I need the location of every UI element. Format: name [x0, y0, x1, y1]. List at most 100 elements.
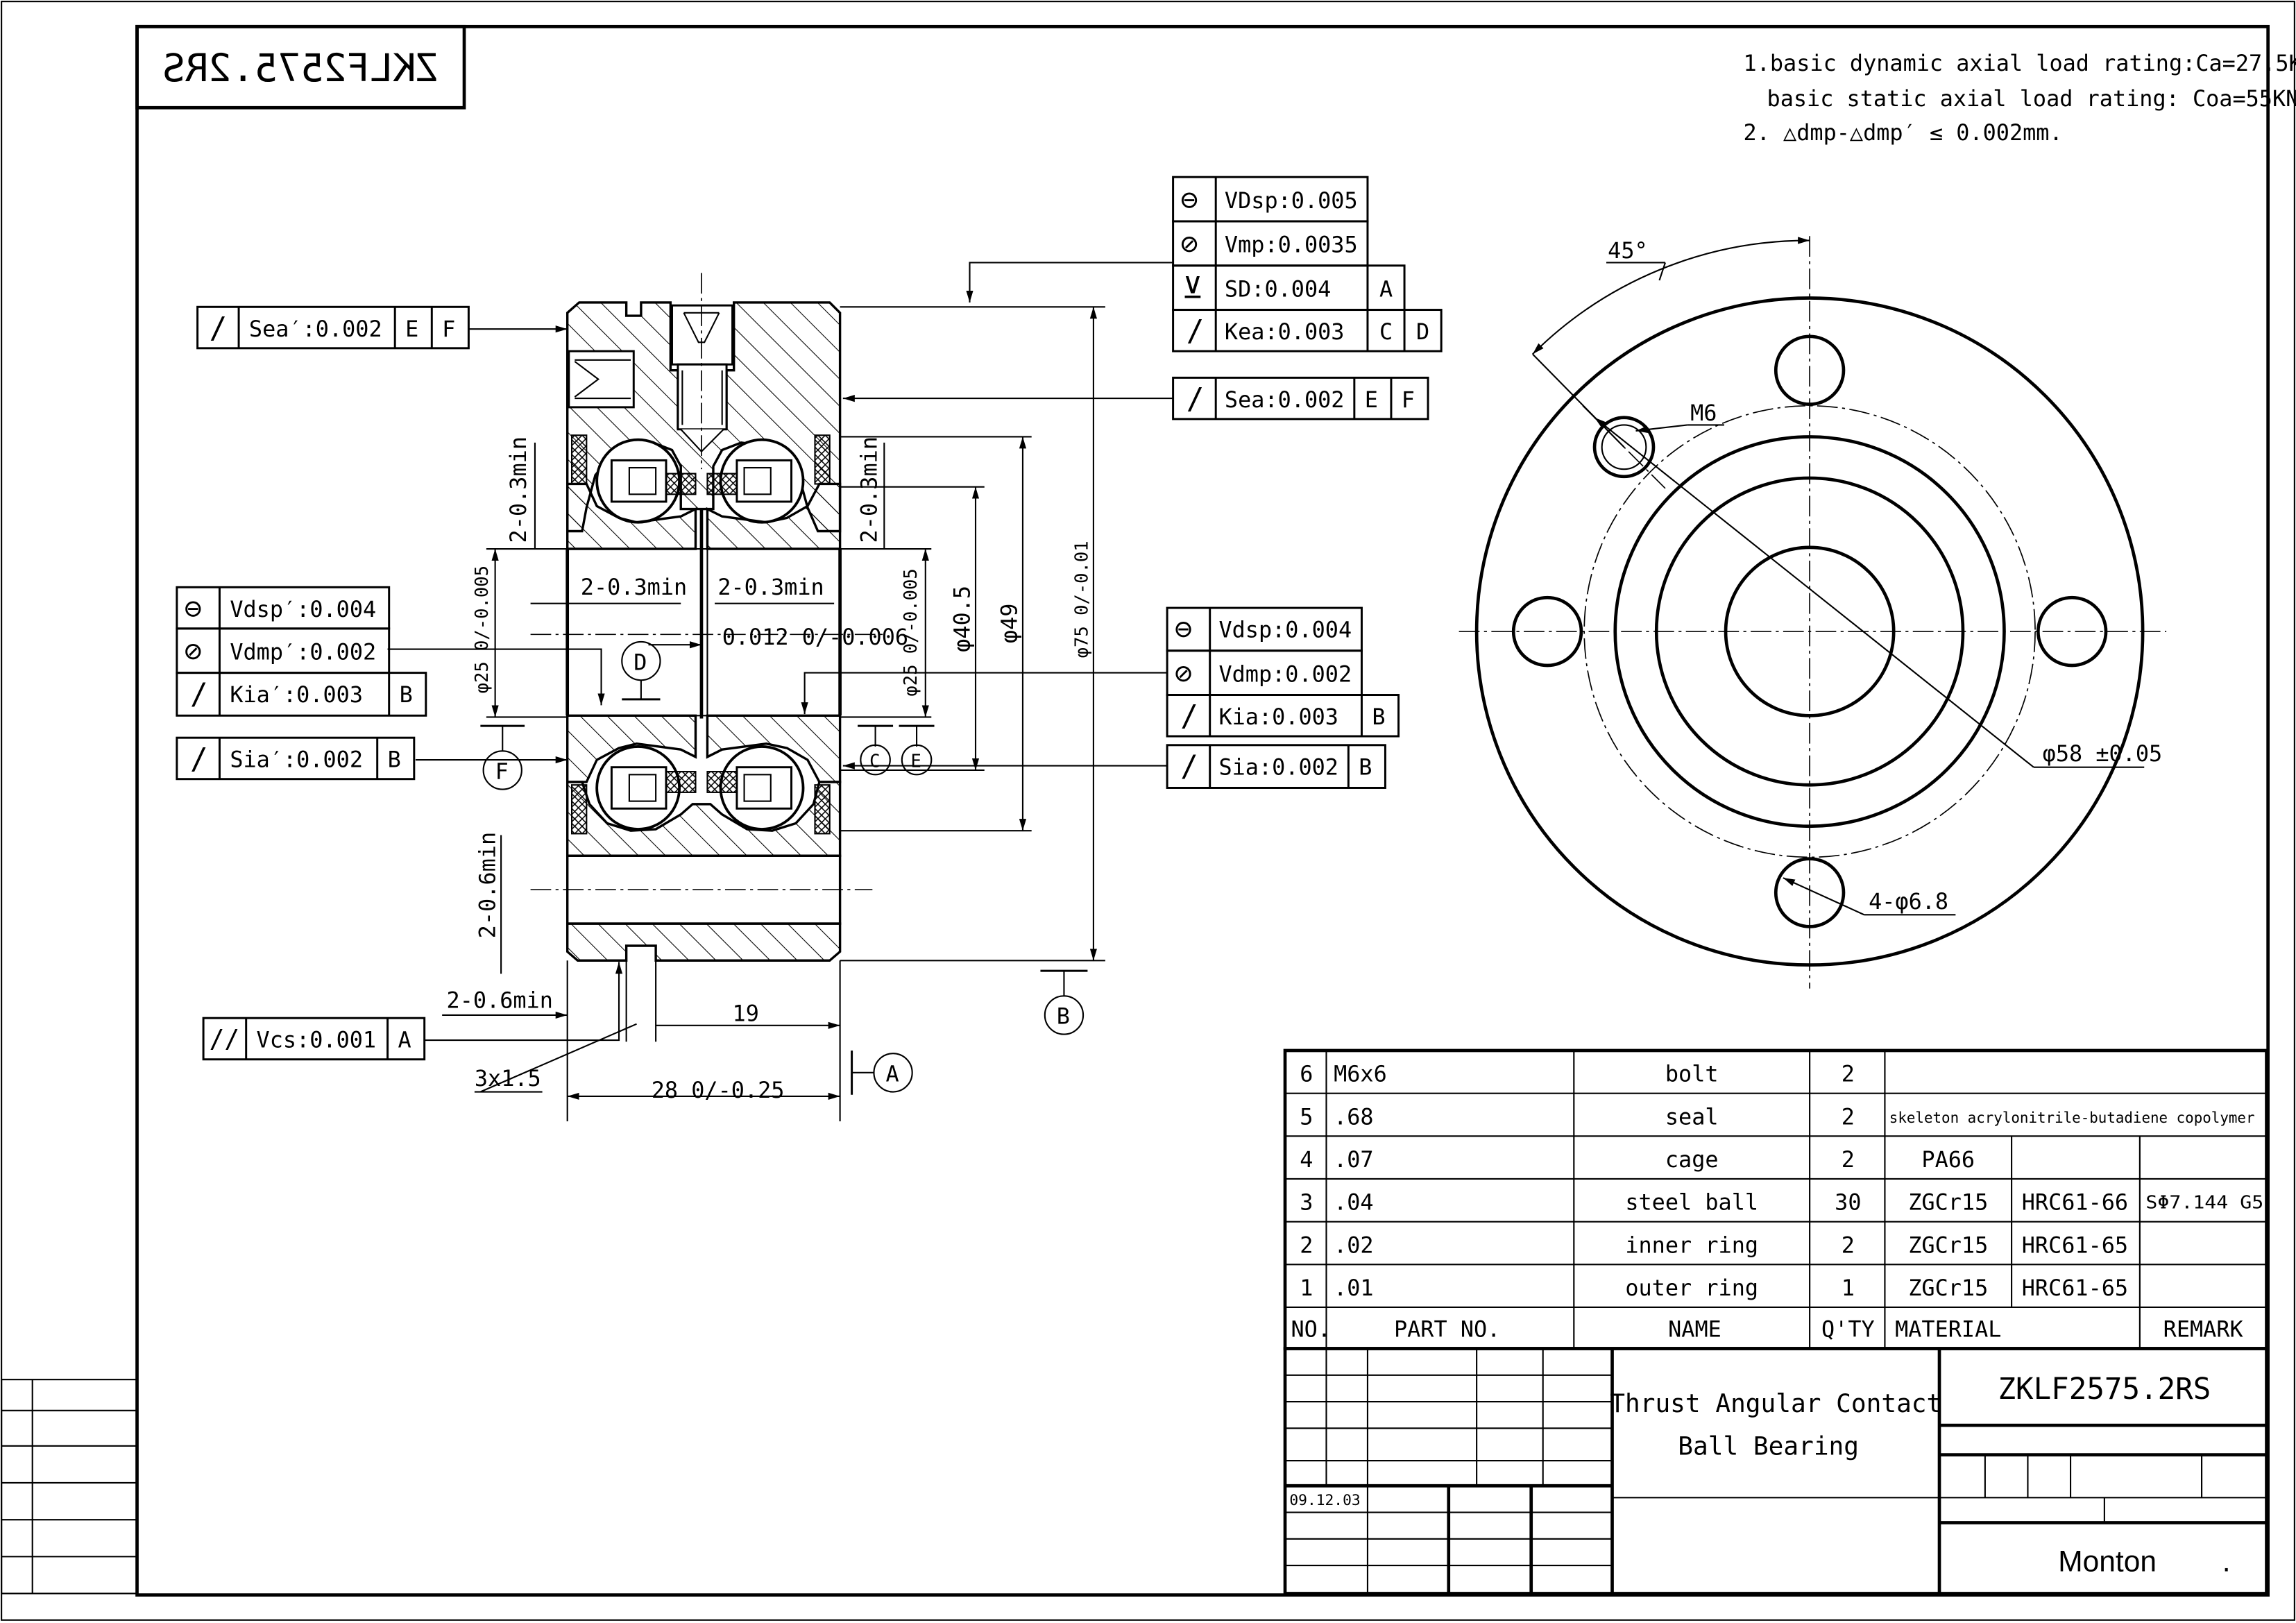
datum-symbols-section: D F C E B A — [480, 640, 1088, 1095]
tolerance-leaders — [387, 262, 1173, 1042]
bom-r4-part: .04 — [1334, 1189, 1374, 1216]
dim-chamfer-bottom-h: 2-0.6min — [447, 987, 553, 1013]
tol-2-symbol: ⊘ — [1180, 228, 1198, 262]
tol-15-ref: A — [398, 1027, 411, 1053]
bom-header-material: MATERIAL — [1895, 1316, 2001, 1342]
company-dot: . — [2222, 1546, 2231, 1579]
dim-chamfer-top-right: 2-0.3min — [856, 436, 883, 543]
bom-r1-qty: 2 — [1842, 1061, 1855, 1087]
mirrored-title: ZKLF2575.2RS — [162, 46, 439, 91]
dim-holes: 4-φ6.8 — [1869, 888, 1948, 915]
bom-r4-remark: SΦ7.144 G5 — [2145, 1192, 2263, 1213]
tol-15-text: Vcs:0.001 — [257, 1027, 377, 1053]
bom-r3-no: 4 — [1300, 1146, 1313, 1173]
bom-r2-qty: 2 — [1842, 1103, 1855, 1130]
tol-6-ref1: E — [405, 316, 418, 342]
bom-r5-hardness: HRC61-65 — [2022, 1232, 2128, 1258]
product-name-line1: Thrust Angular Contact — [1610, 1388, 1941, 1418]
tol-1-symbol: ⊖ — [1180, 183, 1198, 217]
bearing-section-view — [486, 273, 1105, 1122]
datum-c-label: C — [869, 751, 880, 772]
tol-10-symbol: ∕ — [190, 742, 208, 776]
dim-chamfer-mid-left: 2-0.3min — [581, 574, 687, 600]
note-1: 1.basic dynamic axial load rating:Ca=27.… — [1744, 50, 2296, 76]
bom-r6-hardness: HRC61-65 — [2022, 1275, 2128, 1301]
tol-3-text: SD:0.004 — [1225, 275, 1331, 302]
bom-r3-name: cage — [1665, 1146, 1719, 1173]
tol-14-ref: B — [1359, 754, 1372, 780]
dim-gap: 0.012 0/-0.006 — [722, 624, 908, 650]
note-2: basic static axial load rating: Coa=55KN… — [1767, 85, 2296, 112]
bom-header-no: NO. — [1291, 1316, 1332, 1342]
bom-r5-material: ZGCr15 — [1908, 1232, 1988, 1258]
tol-5-ref1: E — [1365, 386, 1378, 413]
tol-6-ref2: F — [442, 316, 455, 342]
tol-9-symbol: ∕ — [190, 677, 208, 711]
datum-d-label: D — [633, 649, 647, 675]
bom-r4-hardness: HRC61-66 — [2022, 1189, 2128, 1216]
tol-5-text: Sea:0.002 — [1225, 386, 1345, 413]
bom-r4-material: ZGCr15 — [1908, 1189, 1988, 1216]
technical-notes: 1.basic dynamic axial load rating:Ca=27.… — [1744, 50, 2296, 146]
bom-r3-part: .07 — [1334, 1146, 1374, 1173]
bom-r1-part: M6x6 — [1334, 1061, 1387, 1087]
datum-f-label: F — [495, 758, 509, 785]
tol-14-text: Sia:0.002 — [1218, 754, 1338, 780]
bom-header-qty: Q'TY — [1821, 1316, 1875, 1342]
dim-angle: 45° — [1608, 237, 1648, 264]
drawing-number: ZKLF2575.2RS — [1998, 1373, 2211, 1407]
tol-4-ref1: C — [1379, 318, 1393, 345]
bom-r6-qty: 1 — [1842, 1275, 1855, 1301]
tol-12-symbol: ⊘ — [1175, 656, 1193, 690]
bom-r1-name: bolt — [1665, 1061, 1719, 1087]
bom-r4-name: steel ball — [1625, 1189, 1758, 1216]
bom-r4-no: 3 — [1300, 1189, 1313, 1216]
tol-8-symbol: ⊘ — [184, 635, 202, 669]
datum-e-label: E — [911, 751, 921, 772]
tol-11-text: Vdsp:0.004 — [1218, 617, 1352, 643]
dim-groove: 3x1.5 — [475, 1065, 541, 1091]
bom-r5-name: inner ring — [1625, 1232, 1758, 1258]
tol-7-text: Vdsp′:0.004 — [230, 596, 376, 622]
bom-r4-qty: 30 — [1835, 1189, 1861, 1216]
bom-r3-qty: 2 — [1842, 1146, 1855, 1173]
bom-r6-no: 1 — [1300, 1275, 1313, 1301]
dim-thread: M6 — [1690, 400, 1717, 426]
tol-7-symbol: ⊖ — [184, 592, 202, 626]
tol-12-text: Vdmp:0.002 — [1218, 661, 1352, 687]
bom-r2-material: skeleton acrylonitrile-butadiene copolym… — [1889, 1110, 2255, 1127]
dim-d40: φ40.5 — [949, 586, 976, 652]
bearing-front-view: 45° M6 φ58 ±0.05 4-φ6.8 — [1459, 236, 2167, 989]
tol-5-ref2: F — [1402, 386, 1415, 413]
bom-r3-material: PA66 — [1921, 1146, 1975, 1173]
company-name: Monton — [2058, 1546, 2157, 1579]
datum-b-label: B — [1057, 1003, 1070, 1030]
dim-d49: φ49 — [996, 604, 1022, 644]
tol-13-text: Kia:0.003 — [1218, 704, 1338, 730]
bom-r1-no: 6 — [1300, 1061, 1313, 1087]
bom-r6-part: .01 — [1334, 1275, 1374, 1301]
tol-1-text: VDsp:0.005 — [1225, 187, 1358, 214]
tol-9-ref: B — [400, 681, 413, 708]
dim-chamfer-mid-right: 2-0.3min — [717, 574, 824, 600]
tol-3-ref: A — [1379, 275, 1393, 302]
bom-header-name: NAME — [1668, 1316, 1721, 1342]
tol-4-symbol: ∕ — [1187, 314, 1205, 348]
dimension-texts: 2-0.3min 2-0.3min 2-0.3min 2-0.3min 2-0.… — [447, 436, 1093, 1103]
bom-table: 6 M6x6 bolt 2 5 .68 seal 2 skeleton acry… — [1283, 1048, 2268, 1350]
dim-pcd: φ58 ±0.05 — [2043, 740, 2163, 767]
bom-header-part: PART NO. — [1394, 1316, 1500, 1342]
bom-r2-name: seal — [1665, 1103, 1719, 1130]
bom-header-remark: REMARK — [2163, 1316, 2244, 1342]
bom-r5-no: 2 — [1300, 1232, 1313, 1258]
drawing-date: 09.12.03 — [1289, 1492, 1360, 1509]
bom-r6-material: ZGCr15 — [1908, 1275, 1988, 1301]
tol-6-text: Sea′:0.002 — [249, 316, 382, 342]
dim-width-19: 19 — [733, 1000, 759, 1026]
bom-r2-no: 5 — [1300, 1103, 1313, 1130]
mirrored-title-box: ZKLF2575.2RS — [135, 24, 466, 110]
tol-15-symbol: // — [210, 1024, 239, 1054]
datum-a-label: A — [885, 1061, 899, 1087]
